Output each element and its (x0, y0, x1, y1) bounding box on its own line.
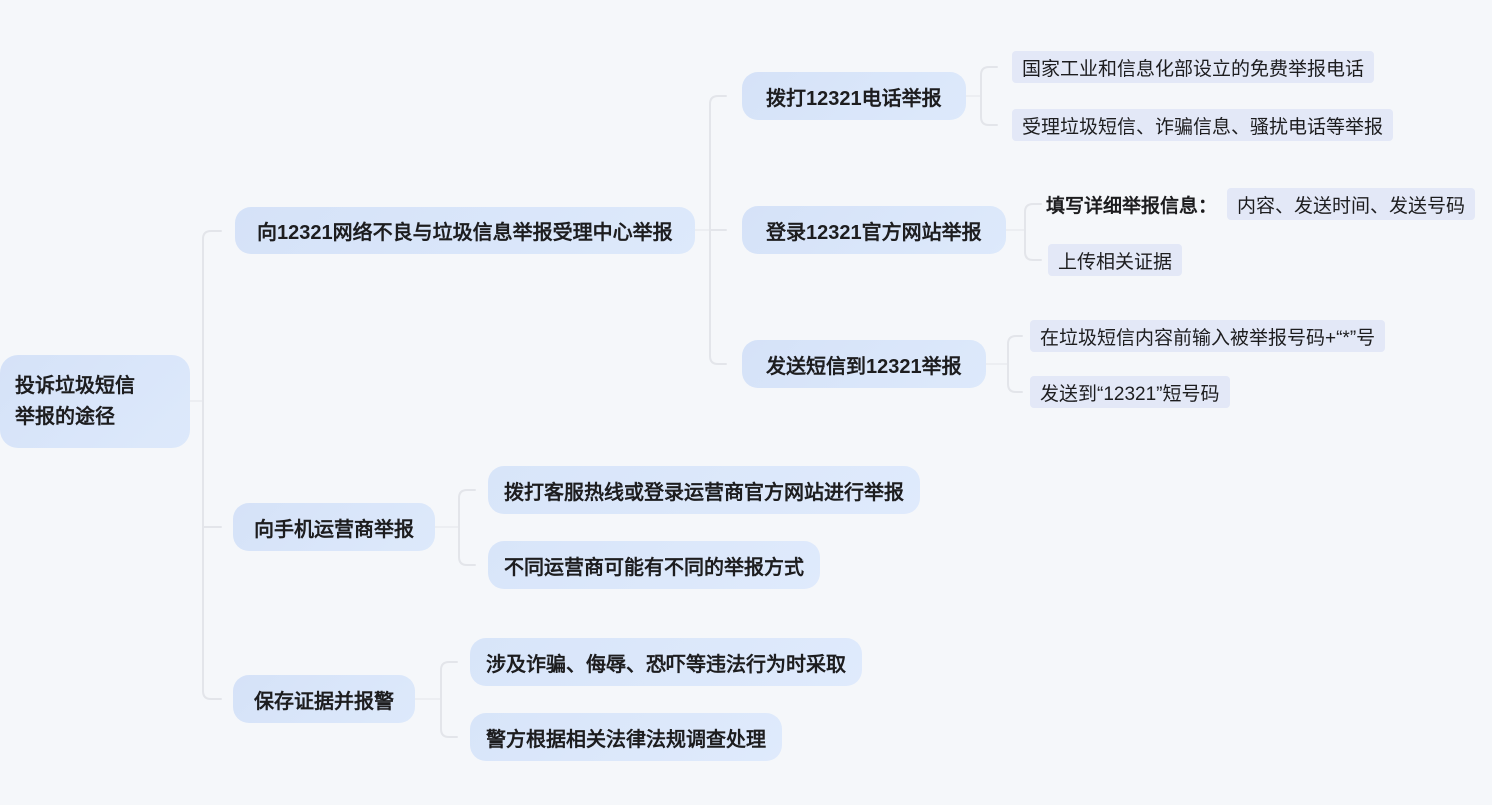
child-phone-report-node[interactable]: 拨打12321电话举报 (742, 72, 966, 120)
branch-carrier-node[interactable]: 向手机运营商举报 (233, 503, 435, 551)
branch-police-node[interactable]: 保存证据并报警 (233, 675, 415, 723)
leaf-prefix-reported-number[interactable]: 在垃圾短信内容前输入被举报号码+“*”号 (1030, 320, 1386, 352)
leaf-fill-report-info[interactable]: 填写详细举报信息： 内容、发送时间、发送号码 (1046, 188, 1476, 220)
branch-12321-center-node[interactable]: 向12321网络不良与垃圾信息举报受理中心举报 (235, 207, 695, 254)
child-website-report-node[interactable]: 登录12321官方网站举报 (742, 206, 1006, 254)
leaf-fill-report-info-label: 填写详细举报信息： (1046, 195, 1218, 217)
child-sms-report-node[interactable]: 发送短信到12321举报 (742, 340, 986, 388)
leaf-carrier-hotline-website[interactable]: 拨打客服热线或登录运营商官方网站进行举报 (488, 466, 920, 514)
leaf-police-investigation[interactable]: 警方根据相关法律法规调查处理 (470, 713, 782, 761)
leaf-carrier-methods-vary[interactable]: 不同运营商可能有不同的举报方式 (488, 541, 820, 589)
leaf-illegal-acts-condition[interactable]: 涉及诈骗、侮辱、恐吓等违法行为时采取 (470, 638, 862, 686)
leaf-fill-report-info-value: 内容、发送时间、发送号码 (1227, 188, 1476, 220)
leaf-upload-evidence[interactable]: 上传相关证据 (1048, 244, 1183, 276)
root-node[interactable]: 投诉垃圾短信 举报的途径 (0, 355, 190, 448)
leaf-send-to-12321[interactable]: 发送到“12321”短号码 (1030, 376, 1230, 408)
leaf-accepted-report-types[interactable]: 受理垃圾短信、诈骗信息、骚扰电话等举报 (1012, 109, 1394, 141)
leaf-free-hotline[interactable]: 国家工业和信息化部设立的免费举报电话 (1012, 51, 1375, 83)
